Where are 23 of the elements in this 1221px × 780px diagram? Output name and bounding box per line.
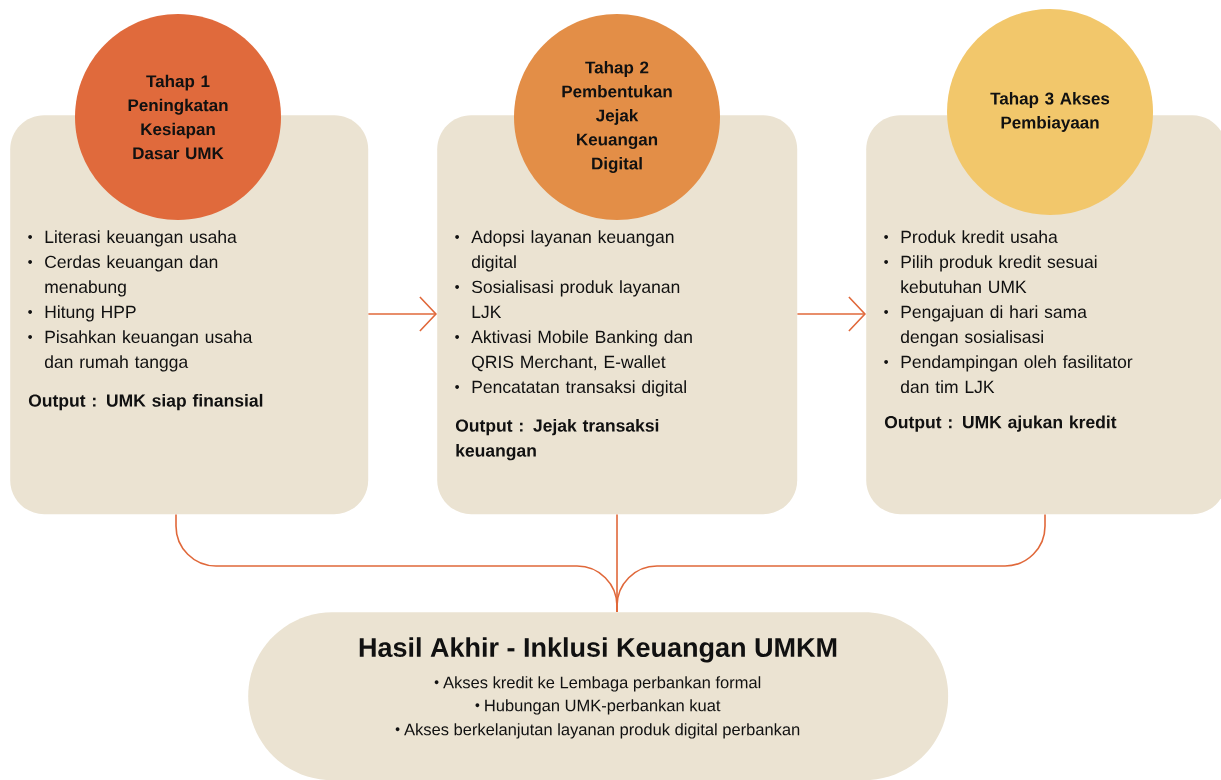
node-label: Aktivasi Mobile Banking dan QRIS Merchant, E-wallet <box>471 330 692 372</box>
bullet-list: Literasi keuangan usaha Cerdas keuangan dan menabung Hitung HPP Pisahkan keuangan usaha dan rumah tangga <box>28 230 253 372</box>
output-text: Output : UMK ajukan kredit <box>884 415 1117 432</box>
output-text: Output : Jejak transaksi keuangan <box>455 418 659 461</box>
node-label: Pengajuan di hari sama dengan sosialisasi <box>900 305 1087 347</box>
node-label: Cerdas keuangan dan menabung <box>45 255 218 297</box>
output-text: Output : UMK siap finansial <box>28 393 263 411</box>
bullet-list: Adopsi layanan keuangan digital Sosialisasi produk layanan LJK Aktivasi Mobile Banking dan QRIS Merchant, E-wallet Pencatatan transaksi digital <box>455 230 692 397</box>
bullet-item: Akses berkelanjutan layanan produk digital perbankan <box>395 723 800 739</box>
node-label: Pendampingan oleh fasilitator dan tim LJK <box>900 355 1133 394</box>
node-label: Pisahkan keuangan usaha dan rumah tangga <box>44 330 253 372</box>
node-label: Adopsi layanan keuangan digital <box>471 230 674 272</box>
connector-line <box>616 513 1046 613</box>
bullet-item: Hubungan UMK-perbankan kuat <box>475 699 721 715</box>
node-label: Sosialisasi produk layanan LJK <box>472 280 680 319</box>
result-heading: Hasil Akhir - Inklusi Keuangan UMKM <box>359 637 837 663</box>
node-label: Literasi keuangan usaha <box>45 230 237 247</box>
node-label: Pencatatan transaksi digital <box>472 380 686 397</box>
bullet-list: Produk kredit usaha Pilih produk kredit sesuai kebutuhan UMK Pengajuan di hari sama dengan sosialisasi Pendampingan oleh fasilitator dan tim LJK <box>884 230 1133 394</box>
node-label: Pilih produk kredit sesuai kebutuhan UMK <box>901 255 1097 294</box>
node-label: Hitung HPP <box>45 305 136 322</box>
node-label: Produk kredit usaha <box>901 230 1058 244</box>
bullet-item: Akses kredit ke Lembaga perbankan formal <box>434 676 761 692</box>
